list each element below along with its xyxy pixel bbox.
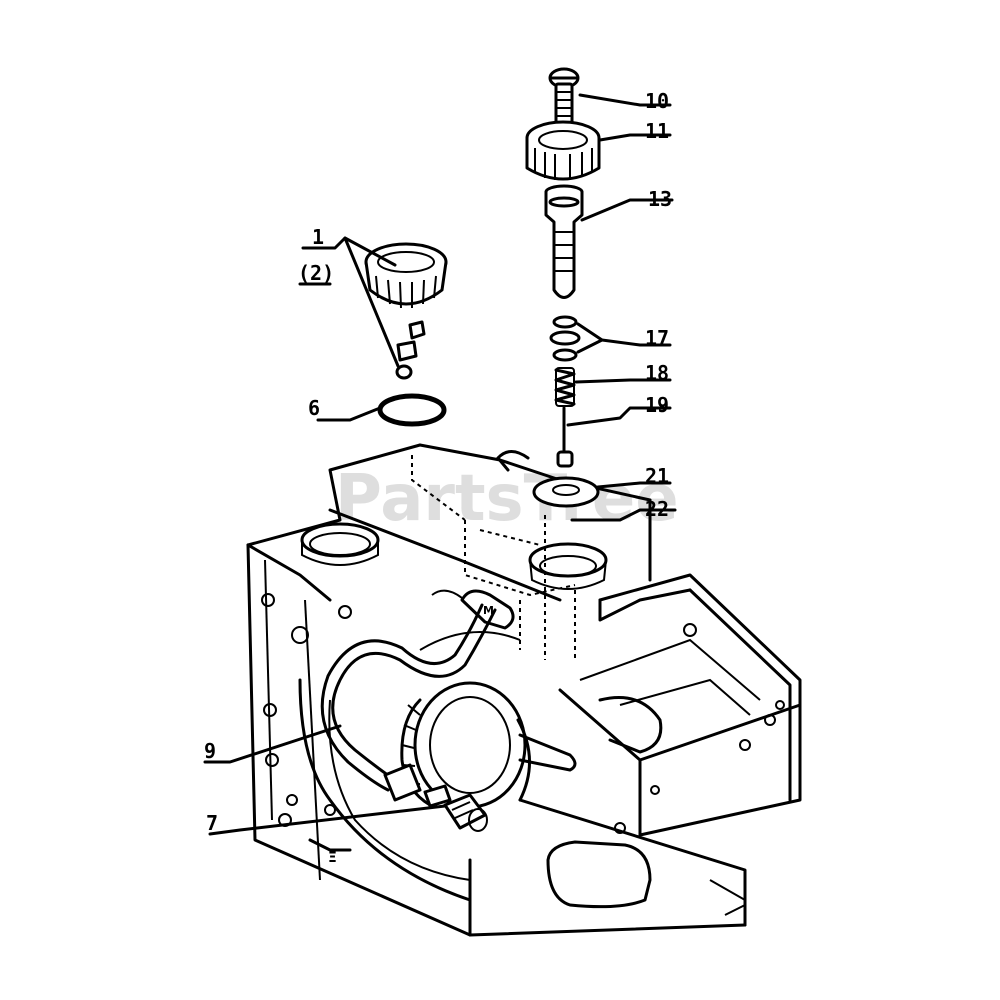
part-6-gasket [377, 393, 447, 427]
svg-text:M: M [483, 604, 494, 617]
callout-1: 1 [312, 225, 324, 249]
part-10-screw [548, 67, 580, 126]
hydraulic-tube: M [320, 589, 515, 792]
part-19-pin [556, 406, 574, 468]
callout-22: 22 [645, 497, 669, 521]
callout-1-qty: (2) [298, 261, 334, 285]
part-11-cap [525, 120, 601, 181]
callout-13: 13 [648, 187, 672, 211]
callout-labels: 10 11 13 1 (2) 17 18 19 6 21 22 9 7 [204, 89, 672, 835]
callout-11: 11 [645, 119, 669, 143]
part-21-washer [532, 476, 600, 508]
callout-17: 17 [645, 326, 669, 350]
callout-21: 21 [645, 464, 669, 488]
filler-centerline [411, 455, 466, 521]
svg-text:Ξ: Ξ [328, 850, 337, 866]
callout-18: 18 [645, 361, 669, 385]
part-17-o-rings [549, 315, 581, 362]
cap-fasteners [395, 320, 426, 380]
callout-7: 7 [206, 811, 218, 835]
callout-10: 10 [645, 89, 669, 113]
leader-lines [203, 93, 677, 836]
control-rod [518, 733, 577, 772]
part-1-filler-cap [364, 242, 448, 309]
part-13-valve-body [544, 184, 584, 299]
tube-fitting [383, 763, 488, 832]
callout-6: 6 [308, 396, 320, 420]
part-18-spring [554, 367, 576, 407]
watermark: PartsTree [335, 462, 679, 536]
callout-19: 19 [645, 393, 669, 417]
callout-9: 9 [204, 739, 216, 763]
